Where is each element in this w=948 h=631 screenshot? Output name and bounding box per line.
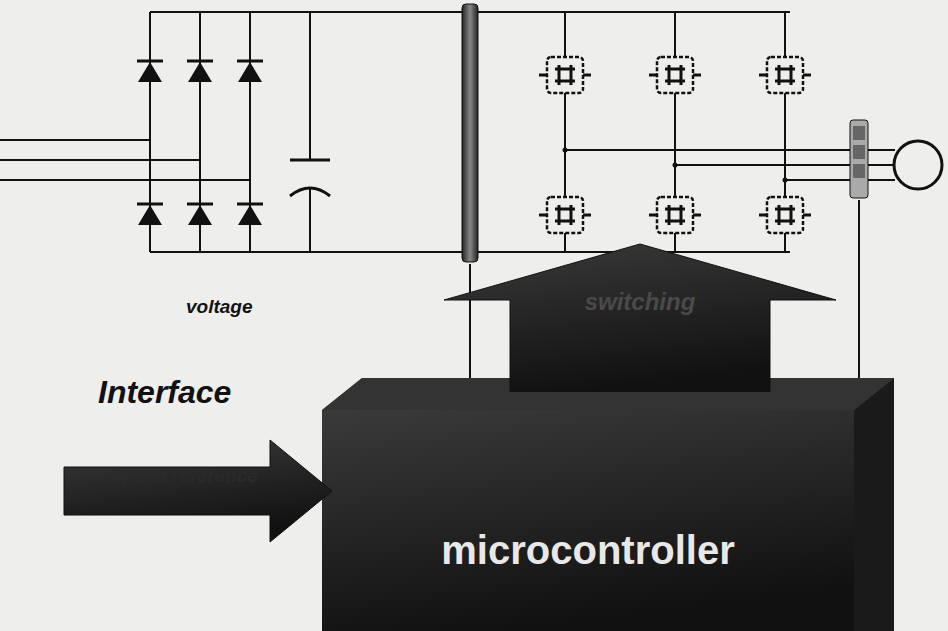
arrow-label: switching <box>585 288 696 316</box>
controller-block <box>322 378 894 631</box>
motor-lead <box>865 150 895 180</box>
diode-symbol <box>188 62 212 82</box>
diode-bar <box>237 203 263 206</box>
current-sensor <box>850 120 868 198</box>
capacitor-plate <box>290 188 330 196</box>
capacitor-lead <box>309 12 311 252</box>
output-phase <box>675 164 865 166</box>
diode-bar <box>237 60 263 63</box>
current-sensor-cell <box>853 164 865 178</box>
igbt-switch <box>649 57 701 93</box>
diode-symbol <box>238 62 262 82</box>
junction-dot <box>783 178 788 183</box>
current-sensor-cell <box>853 126 865 140</box>
igbt-switch <box>539 57 591 93</box>
voltage-sensor <box>462 4 478 262</box>
controller-block: microcontroller <box>322 378 894 631</box>
diode-bar <box>187 203 213 206</box>
igbt-switch <box>759 57 811 93</box>
diode-bar <box>137 203 163 206</box>
block-arrow <box>440 240 840 392</box>
wiring <box>0 12 895 252</box>
section-label: Interface <box>98 374 231 411</box>
diode-symbol <box>188 205 212 225</box>
input-phase <box>0 179 250 181</box>
diode-symbol <box>238 205 262 225</box>
signal-label: voltage <box>186 296 253 318</box>
diode-symbol <box>138 62 162 82</box>
igbt-switch <box>759 197 811 233</box>
motor-symbol <box>894 141 942 189</box>
igbt-switch <box>649 197 701 233</box>
output-phase <box>565 149 865 151</box>
block-arrow <box>62 438 334 544</box>
junction-dot <box>673 163 678 168</box>
diode-bar <box>187 60 213 63</box>
capacitor-plate <box>290 159 330 162</box>
block-arrow: Speed reference <box>62 438 334 544</box>
block-label: microcontroller <box>441 528 734 573</box>
diode-bar <box>137 60 163 63</box>
current-sensor-cell <box>853 145 865 159</box>
arrow-label: Speed reference <box>110 465 258 487</box>
input-phase <box>0 159 200 161</box>
block-arrow: switching <box>440 240 840 392</box>
junction-dot <box>563 148 568 153</box>
input-phase <box>0 139 150 141</box>
diode-symbol <box>138 205 162 225</box>
igbt-switch <box>539 197 591 233</box>
